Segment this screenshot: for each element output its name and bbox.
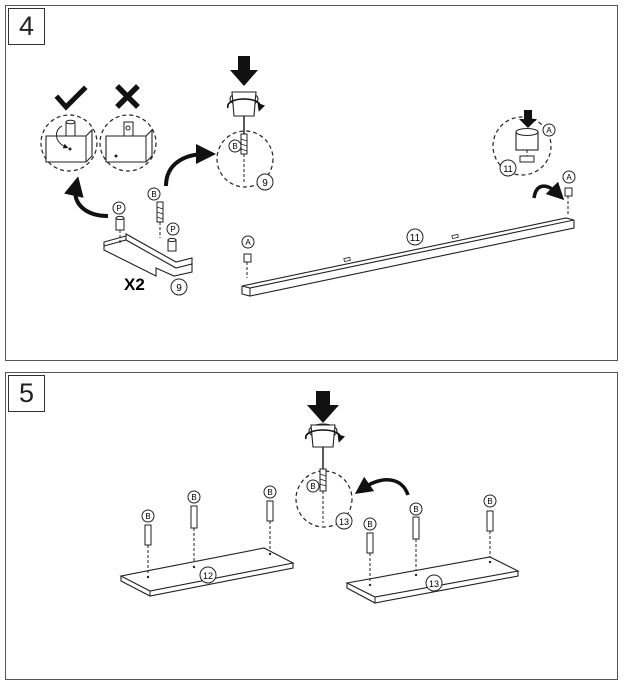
callout-part-b: B — [483, 494, 497, 508]
cam-lock-icon — [115, 215, 125, 244]
callout-part-b: B — [306, 479, 320, 493]
svg-text:B: B — [151, 190, 156, 199]
callout-bar-part: 11 — [499, 159, 517, 177]
cam-bolt-icon — [366, 532, 374, 581]
frame-part — [103, 233, 193, 277]
cam-bolt-icon — [486, 510, 494, 558]
svg-text:A: A — [546, 126, 552, 135]
callout-bar-part: 11 — [406, 228, 424, 246]
callout-part-a: A — [542, 123, 556, 137]
callout-part-b: B — [263, 485, 277, 499]
cam-bolt-icon — [190, 505, 198, 563]
svg-text:9: 9 — [176, 283, 182, 294]
svg-text:13: 13 — [339, 517, 349, 527]
curved-arrow — [164, 144, 216, 187]
curved-arrow — [354, 476, 410, 496]
step-5-illustration: 12 13 B B — [119, 391, 520, 604]
svg-text:P: P — [116, 204, 121, 213]
rotation-arrow-icon — [305, 429, 346, 443]
cam-bolt-icon — [156, 201, 164, 238]
step-4-panel: 4 — [5, 5, 618, 361]
rotation-arrow-icon — [227, 98, 266, 112]
long-bar-part — [241, 217, 575, 297]
correct-orientation-detail — [40, 114, 98, 172]
svg-text:B: B — [232, 142, 237, 151]
svg-text:B: B — [310, 482, 315, 491]
screwdriver-detail — [216, 56, 274, 188]
cam-bolt-icon — [144, 524, 152, 573]
incorrect-orientation-detail — [99, 114, 157, 172]
svg-text:A: A — [245, 238, 251, 247]
callout-part-a: A — [241, 235, 255, 249]
callout-board-part: 12 — [199, 566, 217, 584]
quantity-label: X2 — [124, 275, 145, 294]
svg-text:9: 9 — [262, 178, 268, 189]
cam-bolt-icon — [412, 516, 420, 571]
screwdriver-detail — [295, 391, 353, 528]
curved-arrow — [532, 181, 565, 201]
svg-text:B: B — [413, 505, 418, 514]
callout-part-b: B — [228, 139, 242, 153]
callout-part-b: B — [141, 509, 155, 523]
step-4-illustration: P P B B 9 9 X2 — [40, 56, 576, 297]
svg-text:B: B — [487, 497, 492, 506]
cam-bolt-icon — [266, 500, 274, 550]
push-down-arrow-icon — [519, 110, 537, 128]
svg-text:B: B — [367, 520, 372, 529]
callout-board-part: 13 — [335, 512, 353, 530]
callout-frame-part: 9 — [256, 173, 274, 191]
callout-part-a: A — [562, 170, 576, 184]
callout-part-p: P — [166, 222, 180, 236]
callout-part-b: B — [363, 517, 377, 531]
svg-text:P: P — [170, 225, 175, 234]
svg-text:B: B — [145, 512, 150, 521]
svg-text:B: B — [191, 493, 196, 502]
callout-part-p: P — [112, 201, 126, 215]
connector-icon — [243, 253, 252, 278]
svg-text:B: B — [267, 488, 272, 497]
svg-text:A: A — [566, 173, 572, 182]
callout-frame-part: 9 — [170, 278, 188, 296]
incorrect-cross-icon — [115, 84, 140, 109]
step-5-panel: 5 12 13 — [5, 372, 618, 680]
push-down-arrow-icon — [307, 391, 339, 423]
svg-text:13: 13 — [429, 579, 439, 589]
svg-text:11: 11 — [503, 164, 512, 174]
push-down-arrow-icon — [230, 56, 258, 86]
step-number: 4 — [8, 8, 45, 45]
svg-text:12: 12 — [203, 571, 213, 581]
callout-part-b: B — [187, 490, 201, 504]
callout-part-b: B — [409, 502, 423, 516]
callout-part-b: B — [147, 187, 161, 201]
correct-check-icon — [54, 85, 88, 111]
cam-lock-icon — [167, 237, 177, 252]
callout-board-part: 13 — [425, 574, 443, 592]
svg-text:11: 11 — [410, 233, 421, 244]
curved-arrow — [64, 176, 109, 218]
step-number: 5 — [8, 375, 45, 412]
connector-icon — [564, 187, 573, 214]
